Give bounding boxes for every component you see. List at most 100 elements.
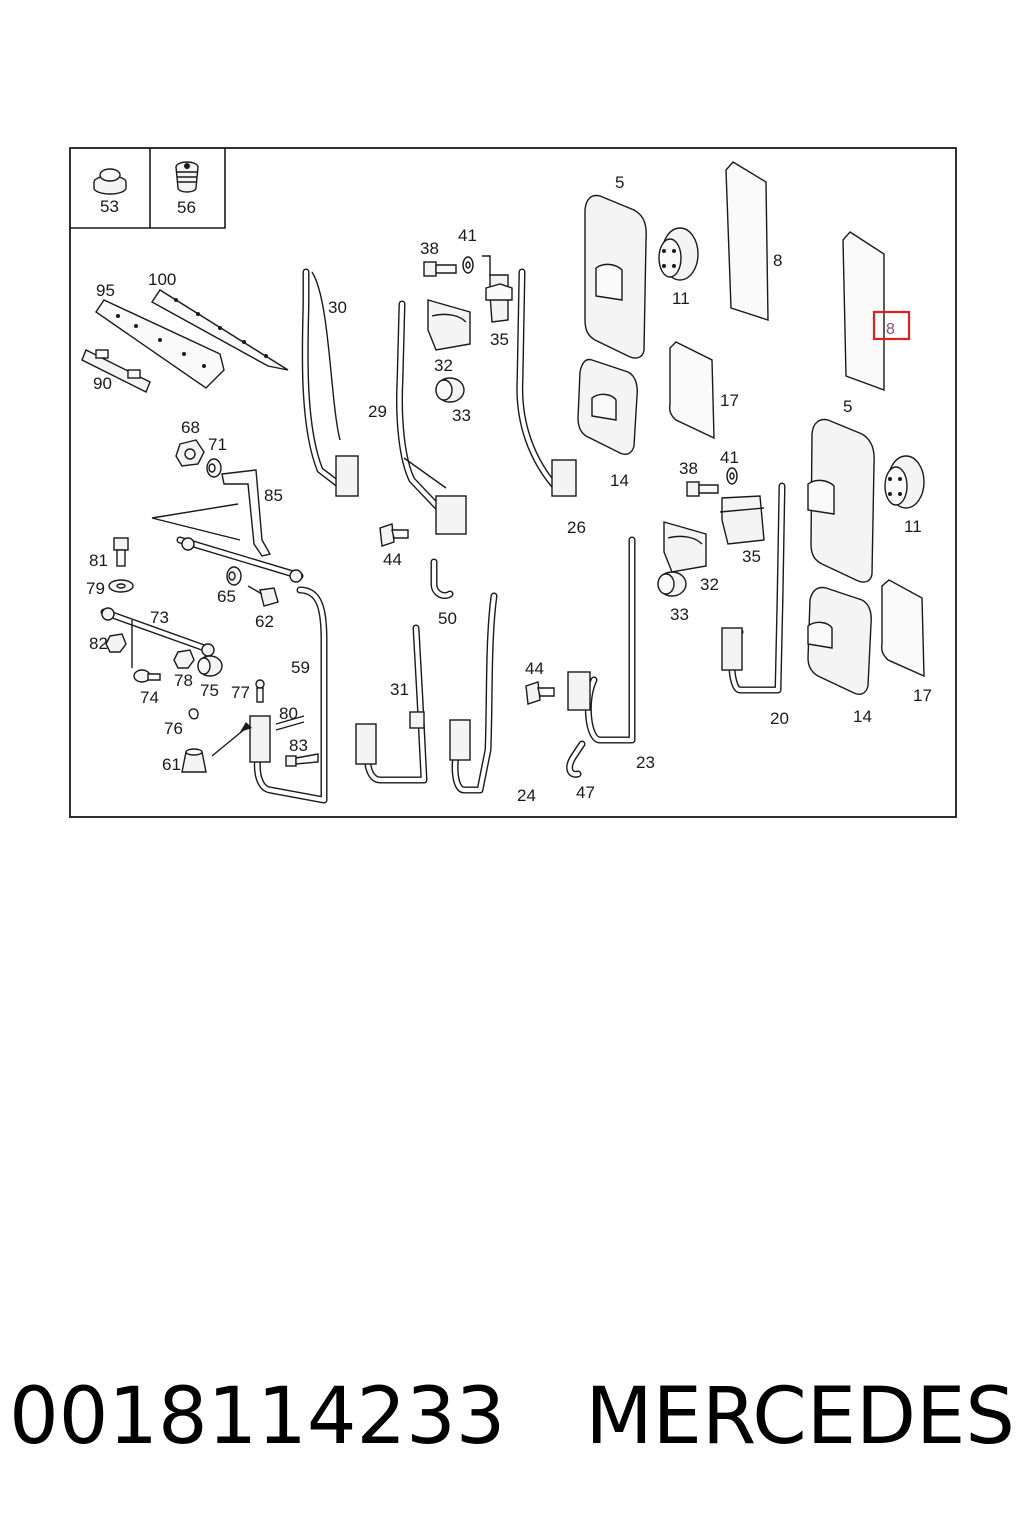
callout-24: 24 bbox=[517, 786, 536, 805]
mirror-arm-23-icon bbox=[567, 536, 636, 744]
part-caption: 0018114233 MERCEDES bbox=[0, 1362, 1024, 1472]
callout-5b: 5 bbox=[843, 397, 852, 416]
bolt-81-icon bbox=[113, 537, 129, 567]
grommet-56-icon bbox=[175, 161, 199, 193]
callout-56: 56 bbox=[177, 198, 196, 217]
callout-33b: 33 bbox=[670, 605, 689, 624]
callout-75: 75 bbox=[200, 681, 219, 700]
mirror-arm-31-icon bbox=[355, 624, 428, 784]
clamp-32-lower-icon bbox=[663, 521, 707, 573]
callout-38b: 38 bbox=[679, 459, 698, 478]
linkage-rod-icon bbox=[176, 536, 304, 583]
callout-68: 68 bbox=[181, 418, 200, 437]
parts-exploded-diagram: 5 11 8 8 17 14 5 11 38 41 35 32 33 38 41… bbox=[69, 147, 957, 818]
callout-26: 26 bbox=[567, 518, 586, 537]
callout-14a: 14 bbox=[610, 471, 629, 490]
spacer-71-icon bbox=[206, 458, 222, 478]
callout-20: 20 bbox=[770, 709, 789, 728]
bolt-38-upper-icon bbox=[423, 261, 457, 277]
callout-61: 61 bbox=[162, 755, 181, 774]
washer-41-lower-icon bbox=[726, 467, 738, 485]
callout-100: 100 bbox=[148, 270, 176, 289]
callout-labels: 5 11 8 8 17 14 5 11 38 41 35 32 33 38 41… bbox=[86, 173, 932, 805]
callout-35b: 35 bbox=[742, 547, 761, 566]
strip-100-icon bbox=[150, 289, 289, 371]
elbow-50-icon bbox=[430, 558, 454, 600]
callout-78: 78 bbox=[174, 671, 193, 690]
small-housing-14-lower-icon bbox=[807, 586, 872, 695]
clamp-35-upper-icon bbox=[482, 255, 513, 323]
mirror-arm-26-icon bbox=[516, 268, 577, 497]
callout-73: 73 bbox=[150, 608, 169, 627]
rod-73-icon bbox=[100, 607, 215, 668]
callout-31: 31 bbox=[390, 680, 409, 699]
mirror-motor-11-upper-icon bbox=[658, 227, 699, 281]
callout-14b: 14 bbox=[853, 707, 872, 726]
callout-81: 81 bbox=[89, 551, 108, 570]
brand-name: MERCEDES bbox=[585, 1372, 1015, 1462]
callout-8a: 8 bbox=[773, 251, 782, 270]
callout-47: 47 bbox=[576, 783, 595, 802]
callout-59: 59 bbox=[291, 658, 310, 677]
bolt-62-icon bbox=[247, 585, 279, 607]
nut-82-icon bbox=[105, 633, 127, 653]
callout-44b: 44 bbox=[525, 659, 544, 678]
mirror-housing-5-upper-icon bbox=[584, 194, 647, 359]
callout-17b: 17 bbox=[913, 686, 932, 705]
callout-83: 83 bbox=[289, 736, 308, 755]
callout-32a: 32 bbox=[434, 356, 453, 375]
diagram-frame bbox=[69, 147, 957, 818]
callout-76: 76 bbox=[164, 719, 183, 738]
callout-65: 65 bbox=[217, 587, 236, 606]
strip-95-icon bbox=[95, 299, 225, 389]
screw-83-icon bbox=[285, 753, 319, 767]
washer-65-icon bbox=[226, 566, 242, 586]
clip-76-icon bbox=[188, 708, 199, 720]
mirror-arm-29-icon bbox=[396, 300, 467, 535]
strip-90-icon bbox=[81, 349, 151, 393]
small-glass-17-lower-icon bbox=[880, 579, 925, 678]
callout-74: 74 bbox=[140, 688, 159, 707]
callout-85: 85 bbox=[264, 486, 283, 505]
mirror-glass-8-upper-icon bbox=[725, 161, 769, 321]
bolt-38-lower-icon bbox=[686, 481, 719, 497]
callout-90: 90 bbox=[93, 374, 112, 393]
pin-77-icon bbox=[255, 679, 265, 703]
small-housing-14-upper-icon bbox=[577, 358, 638, 455]
callout-41a: 41 bbox=[458, 226, 477, 245]
small-glass-17-upper-icon bbox=[668, 341, 715, 440]
callout-5a: 5 bbox=[615, 173, 624, 192]
mirror-arm-59-icon bbox=[249, 586, 328, 804]
callout-8-highlighted[interactable]: 8 bbox=[886, 321, 895, 338]
callout-53: 53 bbox=[100, 197, 119, 216]
clamp-32-upper-icon bbox=[427, 299, 471, 351]
plug-53-icon bbox=[93, 168, 127, 195]
washer-41-upper-icon bbox=[462, 256, 474, 274]
callout-11b: 11 bbox=[904, 517, 922, 536]
cap-33-upper-icon bbox=[435, 377, 465, 403]
part-number: 0018114233 bbox=[9, 1372, 506, 1462]
cap-61-icon bbox=[181, 748, 207, 773]
callout-80: 80 bbox=[279, 704, 298, 723]
callout-79: 79 bbox=[86, 579, 105, 598]
callout-82: 82 bbox=[89, 634, 108, 653]
bolt-44-lower-icon bbox=[525, 681, 555, 705]
screw-80-icon bbox=[275, 715, 305, 731]
washer-79-icon bbox=[108, 579, 134, 593]
callout-17a: 17 bbox=[720, 391, 739, 410]
callout-32b: 32 bbox=[700, 575, 719, 594]
clamp-35-lower-icon bbox=[719, 495, 765, 545]
nut-78-icon bbox=[173, 649, 195, 669]
callout-35a: 35 bbox=[490, 330, 509, 349]
callout-29: 29 bbox=[368, 402, 387, 421]
arrow-icon bbox=[211, 722, 252, 757]
callout-23: 23 bbox=[636, 753, 655, 772]
callout-33a: 33 bbox=[452, 406, 471, 425]
callout-71: 71 bbox=[208, 435, 227, 454]
bolt-44-upper-icon bbox=[379, 523, 409, 547]
callout-11a: 11 bbox=[672, 289, 690, 308]
cap-75-icon bbox=[197, 655, 223, 677]
mirror-arm-30-icon bbox=[301, 268, 359, 497]
inset-boxes bbox=[70, 148, 226, 229]
highlight-box bbox=[872, 310, 911, 341]
